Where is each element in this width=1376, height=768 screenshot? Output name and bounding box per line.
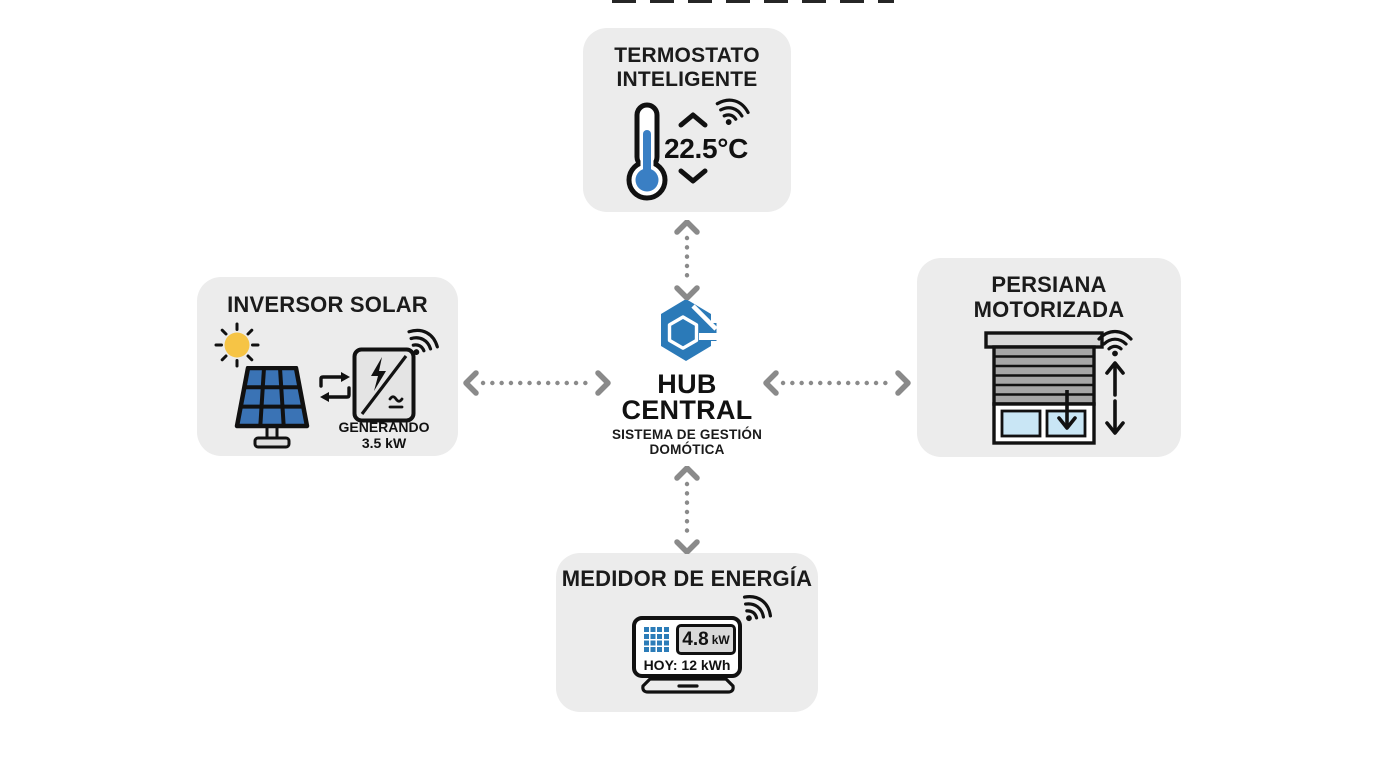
inverter-icon <box>352 347 416 423</box>
card-termostato-title-line2: INTELIGENTE <box>616 68 758 91</box>
hub-title: HUB CENTRAL <box>621 369 753 425</box>
meter-display: 4.8 kW <box>676 624 736 655</box>
thermometer-icon <box>626 102 668 201</box>
card-medidor-title: MEDIDOR DE ENERGÍA <box>561 566 813 591</box>
chevron-up-icon <box>678 112 708 128</box>
hub-subtitle-line2: DOMÓTICA <box>649 442 725 457</box>
connector-hub-persiana <box>763 370 911 396</box>
card-persiana-title: PERSIANA MOTORIZADA <box>917 272 1181 322</box>
cropped-edge-artifact <box>612 0 894 3</box>
meter-reading-unit: kW <box>711 632 730 647</box>
card-termostato-title-line1: TERMOSTATO <box>614 44 760 67</box>
temperature-value: 22.5°C <box>663 133 749 164</box>
meter-grid-icon <box>644 627 670 652</box>
hub-central: HUB CENTRAL SISTEMA DE GESTIÓN DOMÓTICA <box>595 298 779 457</box>
arrow-down-icon <box>1105 399 1125 435</box>
hub-subtitle: SISTEMA DE GESTIÓN DOMÓTICA <box>612 427 762 457</box>
generation-status-line1: GENERANDO <box>338 419 430 435</box>
wifi-icon <box>715 98 750 125</box>
exchange-arrows-icon <box>319 372 351 402</box>
connector-hub-termostato <box>674 220 700 300</box>
card-medidor: MEDIDOR DE ENERGÍA 4.8 kW HOY: 12 kWh <box>556 553 818 712</box>
card-persiana-title-line2: MOTORIZADA <box>973 297 1125 322</box>
window-blind-icon <box>984 331 1104 445</box>
sun-icon <box>214 322 260 368</box>
card-termostato: TERMOSTATO INTELIGENTE 22.5°C <box>583 28 791 212</box>
card-inversor-title: INVERSOR SOLAR <box>227 292 428 317</box>
wifi-icon <box>1097 329 1133 357</box>
chevron-down-icon <box>678 168 708 184</box>
card-persiana-title-line1: PERSIANA <box>991 272 1107 297</box>
meter-reading-value: 4.8 <box>682 628 709 650</box>
solar-panel-icon <box>234 366 310 449</box>
hub-title-line2: CENTRAL <box>621 395 753 425</box>
meter-daily-total: HOY: 12 kWh <box>643 657 731 673</box>
meter-stand <box>641 677 735 694</box>
hub-title-line1: HUB <box>657 369 717 399</box>
card-termostato-title: TERMOSTATO INTELIGENTE <box>583 44 791 92</box>
hub-subtitle-line1: SISTEMA DE GESTIÓN <box>611 427 763 442</box>
generation-status-line2: 3.5 kW <box>361 435 407 451</box>
arrow-up-icon <box>1105 361 1125 397</box>
energy-meter-icon: 4.8 kW HOY: 12 kWh <box>632 616 742 678</box>
connector-hub-medidor <box>674 466 700 554</box>
connector-hub-inversor <box>463 370 611 396</box>
generation-status: GENERANDO 3.5 kW <box>337 419 431 451</box>
wifi-icon <box>407 328 439 355</box>
card-inversor: INVERSOR SOLAR <box>197 277 458 456</box>
card-persiana: PERSIANA MOTORIZADA <box>917 258 1181 457</box>
hexagon-logo <box>661 299 717 361</box>
wifi-icon <box>742 594 773 622</box>
